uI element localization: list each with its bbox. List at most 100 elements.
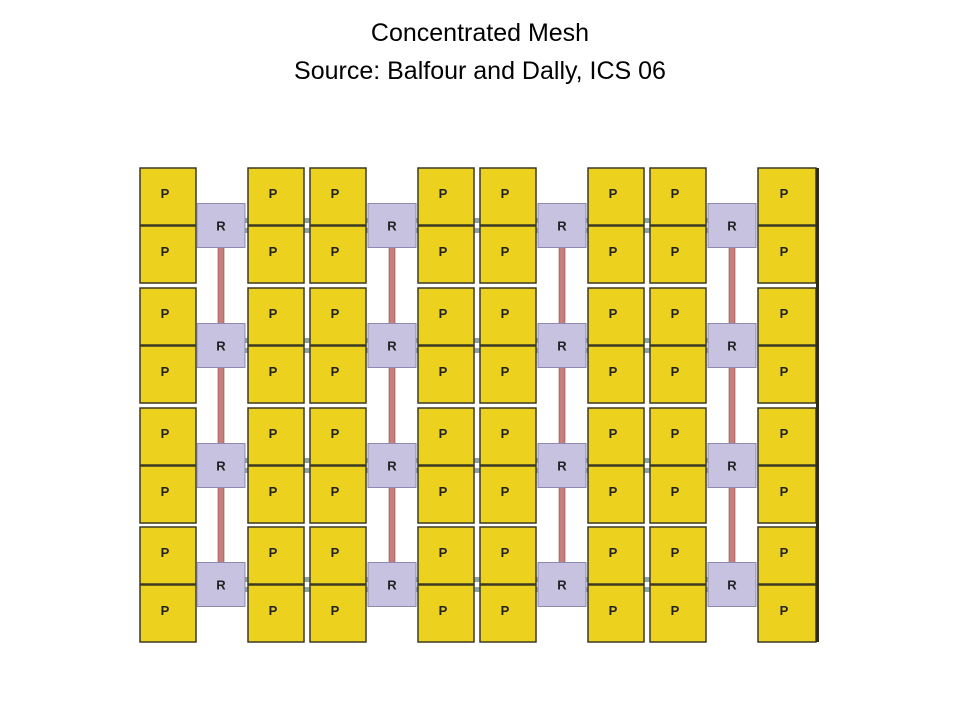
processor-node: P [139,167,197,226]
processor-label: P [780,244,789,259]
processor-label: P [439,306,448,321]
processor-node: P [247,287,305,346]
processor-label: P [671,244,680,259]
router-label: R [727,459,737,474]
processor-node: P [139,407,197,466]
processor-node: P [649,465,707,524]
processor-label: P [269,364,278,379]
router-label: R [216,459,226,474]
processor-label: P [609,603,618,618]
processor-node: P [139,465,197,524]
vertical-link [217,247,225,324]
processor-label: P [161,603,170,618]
processor-label: P [331,244,340,259]
processor-label: P [439,186,448,201]
processor-node: P [309,345,367,404]
processor-node: P [417,345,475,404]
processor-label: P [269,603,278,618]
processor-node: P [479,345,537,404]
router-label: R [557,219,567,234]
processor-label: P [331,306,340,321]
processor-node: P [649,225,707,284]
processor-node: P [587,225,645,284]
processor-label: P [161,186,170,201]
processor-node: P [139,584,197,643]
processor-node: P [417,526,475,585]
processor-node: P [587,407,645,466]
diagram-source: Source: Balfour and Dally, ICS 06 [294,57,666,85]
processor-label: P [501,364,510,379]
processor-node: P [247,225,305,284]
processor-node: P [139,287,197,346]
processor-node: P [139,526,197,585]
processor-label: P [439,426,448,441]
processor-label: P [501,603,510,618]
processor-node: P [587,287,645,346]
processor-label: P [331,426,340,441]
right-edge-shadow [816,168,819,642]
processor-node: P [309,584,367,643]
router-node: R [537,443,587,488]
processor-node: P [247,526,305,585]
processor-label: P [780,186,789,201]
processor-label: P [780,364,789,379]
processor-node: P [417,407,475,466]
vertical-link [558,367,566,444]
processor-label: P [269,186,278,201]
router-label: R [387,459,397,474]
processor-label: P [331,186,340,201]
processor-node: P [649,287,707,346]
processor-node: P [139,345,197,404]
processor-node: P [757,407,817,466]
processor-label: P [501,545,510,560]
processor-label: P [780,306,789,321]
router-node: R [196,323,246,368]
processor-node: P [309,167,367,226]
processor-node: P [417,287,475,346]
vertical-link [558,247,566,324]
router-node: R [707,562,757,607]
processor-node: P [757,584,817,643]
processor-node: P [309,526,367,585]
processor-node: P [757,465,817,524]
processor-label: P [609,186,618,201]
processor-label: P [161,364,170,379]
vertical-link [558,487,566,563]
processor-label: P [439,603,448,618]
router-label: R [387,339,397,354]
processor-label: P [780,426,789,441]
router-node: R [367,443,417,488]
processor-node: P [649,345,707,404]
processor-label: P [609,545,618,560]
router-label: R [727,339,737,354]
processor-node: P [649,407,707,466]
processor-node: P [247,584,305,643]
processor-label: P [269,545,278,560]
router-node: R [707,203,757,248]
processor-node: P [309,287,367,346]
processor-label: P [269,426,278,441]
processor-label: P [161,484,170,499]
processor-label: P [501,426,510,441]
processor-node: P [247,407,305,466]
vertical-link [388,247,396,324]
router-node: R [367,203,417,248]
processor-label: P [161,426,170,441]
processor-label: P [609,426,618,441]
processor-node: P [479,225,537,284]
processor-label: P [501,186,510,201]
vertical-link [728,487,736,563]
processor-node: P [139,225,197,284]
vertical-link [728,247,736,324]
processor-label: P [501,244,510,259]
vertical-link [728,367,736,444]
processor-node: P [757,225,817,284]
router-node: R [196,203,246,248]
processor-node: P [649,584,707,643]
processor-label: P [439,545,448,560]
router-node: R [707,443,757,488]
processor-node: P [479,584,537,643]
processor-node: P [417,225,475,284]
processor-node: P [309,407,367,466]
